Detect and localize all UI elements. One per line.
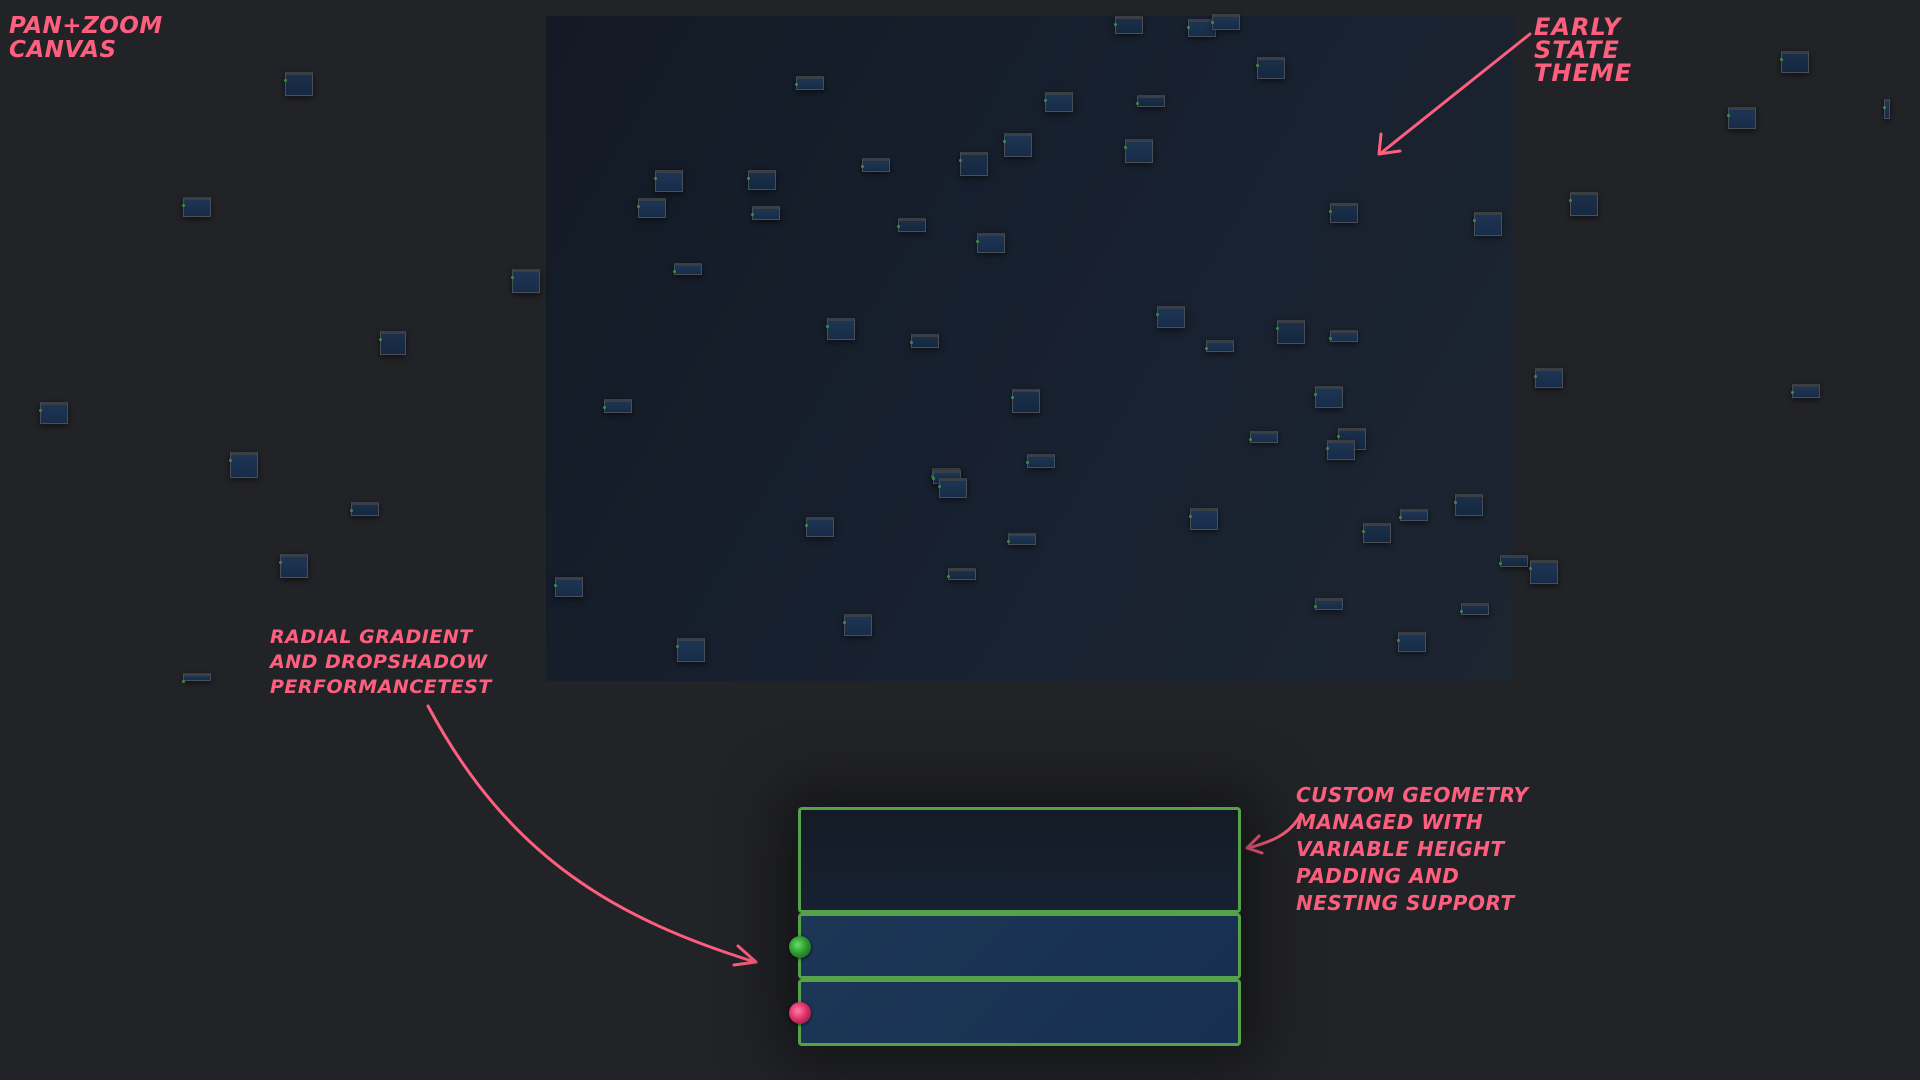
node-output-row[interactable] [789, 979, 1241, 1046]
mini-node[interactable] [826, 318, 855, 340]
mini-node[interactable] [1136, 95, 1165, 107]
mini-node[interactable] [379, 331, 406, 355]
mini-node[interactable] [1326, 440, 1355, 460]
mini-node[interactable] [1362, 523, 1391, 543]
pan-zoom-annotation: Pan+Zoom Canvas [9, 13, 163, 63]
mini-node[interactable] [1314, 598, 1343, 610]
mini-node[interactable] [1329, 203, 1358, 223]
mini-node[interactable] [1499, 555, 1528, 567]
mini-node[interactable] [1727, 107, 1756, 129]
mini-node[interactable] [1007, 533, 1036, 545]
mini-node[interactable] [673, 263, 702, 275]
mini-node[interactable] [182, 673, 211, 683]
mini-node[interactable] [747, 170, 776, 190]
radial-gradient-arrow [426, 704, 757, 964]
mini-node[interactable] [1569, 192, 1598, 216]
mini-node[interactable] [1399, 509, 1428, 521]
mini-node[interactable] [1026, 454, 1055, 468]
mini-node[interactable] [1124, 139, 1153, 163]
mini-node[interactable] [637, 198, 666, 218]
mini-node[interactable] [1276, 320, 1305, 344]
mini-node[interactable] [1249, 431, 1278, 443]
mini-node[interactable] [959, 152, 988, 176]
mini-node[interactable] [938, 478, 967, 498]
custom-geometry-arrow [1247, 812, 1303, 850]
mini-node[interactable] [654, 170, 683, 192]
mini-node[interactable] [947, 568, 976, 580]
mini-node[interactable] [1114, 16, 1143, 34]
mini-node[interactable] [39, 402, 68, 424]
mini-node[interactable] [676, 638, 705, 662]
custom-geometry-node[interactable] [789, 807, 1241, 1046]
mini-node[interactable] [554, 577, 583, 597]
node-header-section[interactable] [798, 807, 1241, 913]
mini-node[interactable] [229, 452, 258, 478]
radial-gradient-annotation: Radial Gradient and Dropshadow Performan… [270, 626, 492, 698]
node-input-row[interactable] [789, 913, 1241, 979]
custom-geometry-arrowhead [1245, 834, 1264, 855]
mini-node[interactable] [1314, 386, 1343, 408]
mini-node[interactable] [976, 233, 1005, 253]
mini-node[interactable] [1529, 560, 1558, 584]
radial-gradient-arrowhead [732, 944, 758, 967]
mini-node[interactable] [1044, 92, 1073, 112]
mini-node[interactable] [897, 218, 926, 232]
mini-node[interactable] [279, 554, 308, 578]
mini-node[interactable] [1883, 99, 1890, 119]
mini-node[interactable] [861, 158, 890, 172]
mini-node[interactable] [1205, 340, 1234, 352]
mini-node[interactable] [1189, 508, 1218, 530]
mini-node[interactable] [350, 502, 379, 516]
mini-node[interactable] [1397, 632, 1426, 652]
mini-node[interactable] [1156, 306, 1185, 328]
mini-node[interactable] [795, 76, 824, 90]
mini-node[interactable] [1256, 57, 1285, 79]
mini-node[interactable] [182, 197, 211, 217]
mini-node[interactable] [1791, 384, 1820, 398]
mini-node[interactable] [843, 614, 872, 636]
mini-node[interactable] [1329, 330, 1358, 342]
mini-node[interactable] [751, 206, 780, 220]
green-port-icon[interactable] [789, 936, 811, 958]
mini-node[interactable] [1011, 389, 1040, 413]
mini-node[interactable] [284, 72, 313, 96]
mini-node[interactable] [1460, 603, 1489, 615]
mini-node[interactable] [805, 517, 834, 537]
mini-node[interactable] [1454, 494, 1483, 516]
mini-node[interactable] [1003, 133, 1032, 157]
mini-node[interactable] [1780, 51, 1809, 73]
theme-backdrop [546, 16, 1514, 681]
mini-node[interactable] [603, 399, 632, 413]
mini-node[interactable] [1211, 14, 1240, 30]
pink-port-icon[interactable] [789, 1002, 811, 1024]
mini-node[interactable] [1534, 368, 1563, 388]
mini-node[interactable] [910, 334, 939, 348]
custom-geometry-annotation: Custom Geometry Managed with Variable He… [1296, 783, 1529, 915]
mini-node[interactable] [511, 269, 540, 293]
early-state-annotation: Early State Theme [1534, 13, 1633, 87]
mini-node[interactable] [1473, 212, 1502, 236]
